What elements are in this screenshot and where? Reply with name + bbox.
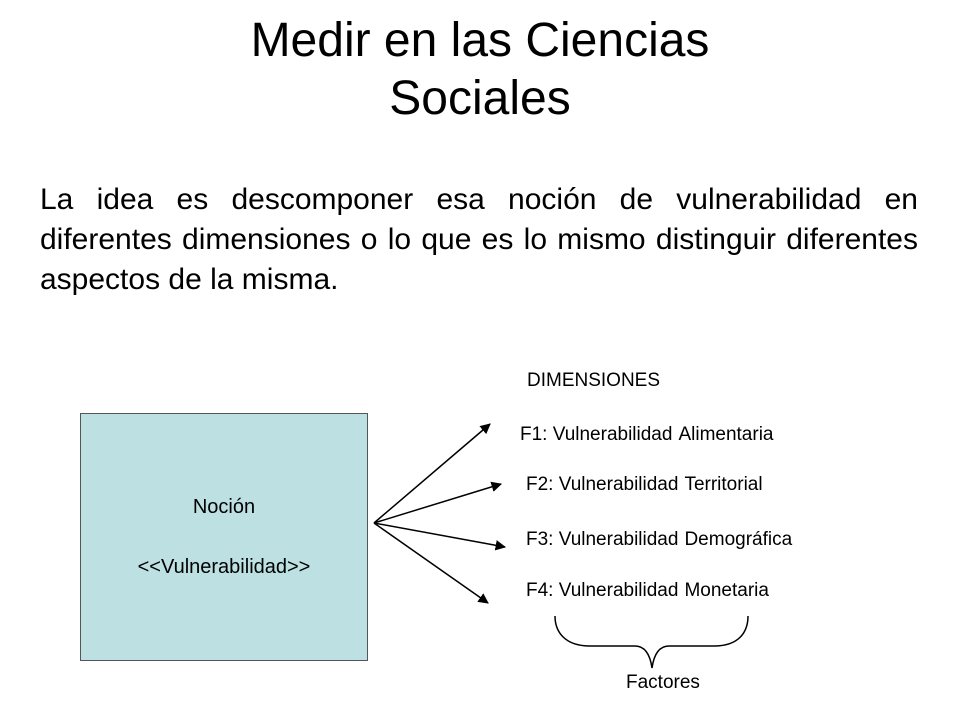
notion-label: Noción [192,496,256,518]
title-line-1: Medir en las Ciencias [250,14,710,67]
factores-label: Factores [626,672,700,693]
notion-box [80,413,368,661]
notion-term: <<Vulnerabilidad>> [137,556,311,578]
body-paragraph: La idea es descomponer esa noción de vul… [40,183,918,296]
slide-title: Medir en las Ciencias Sociales [0,12,960,128]
title-line-2: Sociales [389,72,571,125]
arrow-f1 [373,423,491,524]
arrow-f3 [373,522,507,551]
dimensions-header: DIMENSIONES [527,370,661,391]
arrow-f4 [373,522,489,604]
factores-brace [554,615,749,669]
arrow-f2 [373,481,503,524]
